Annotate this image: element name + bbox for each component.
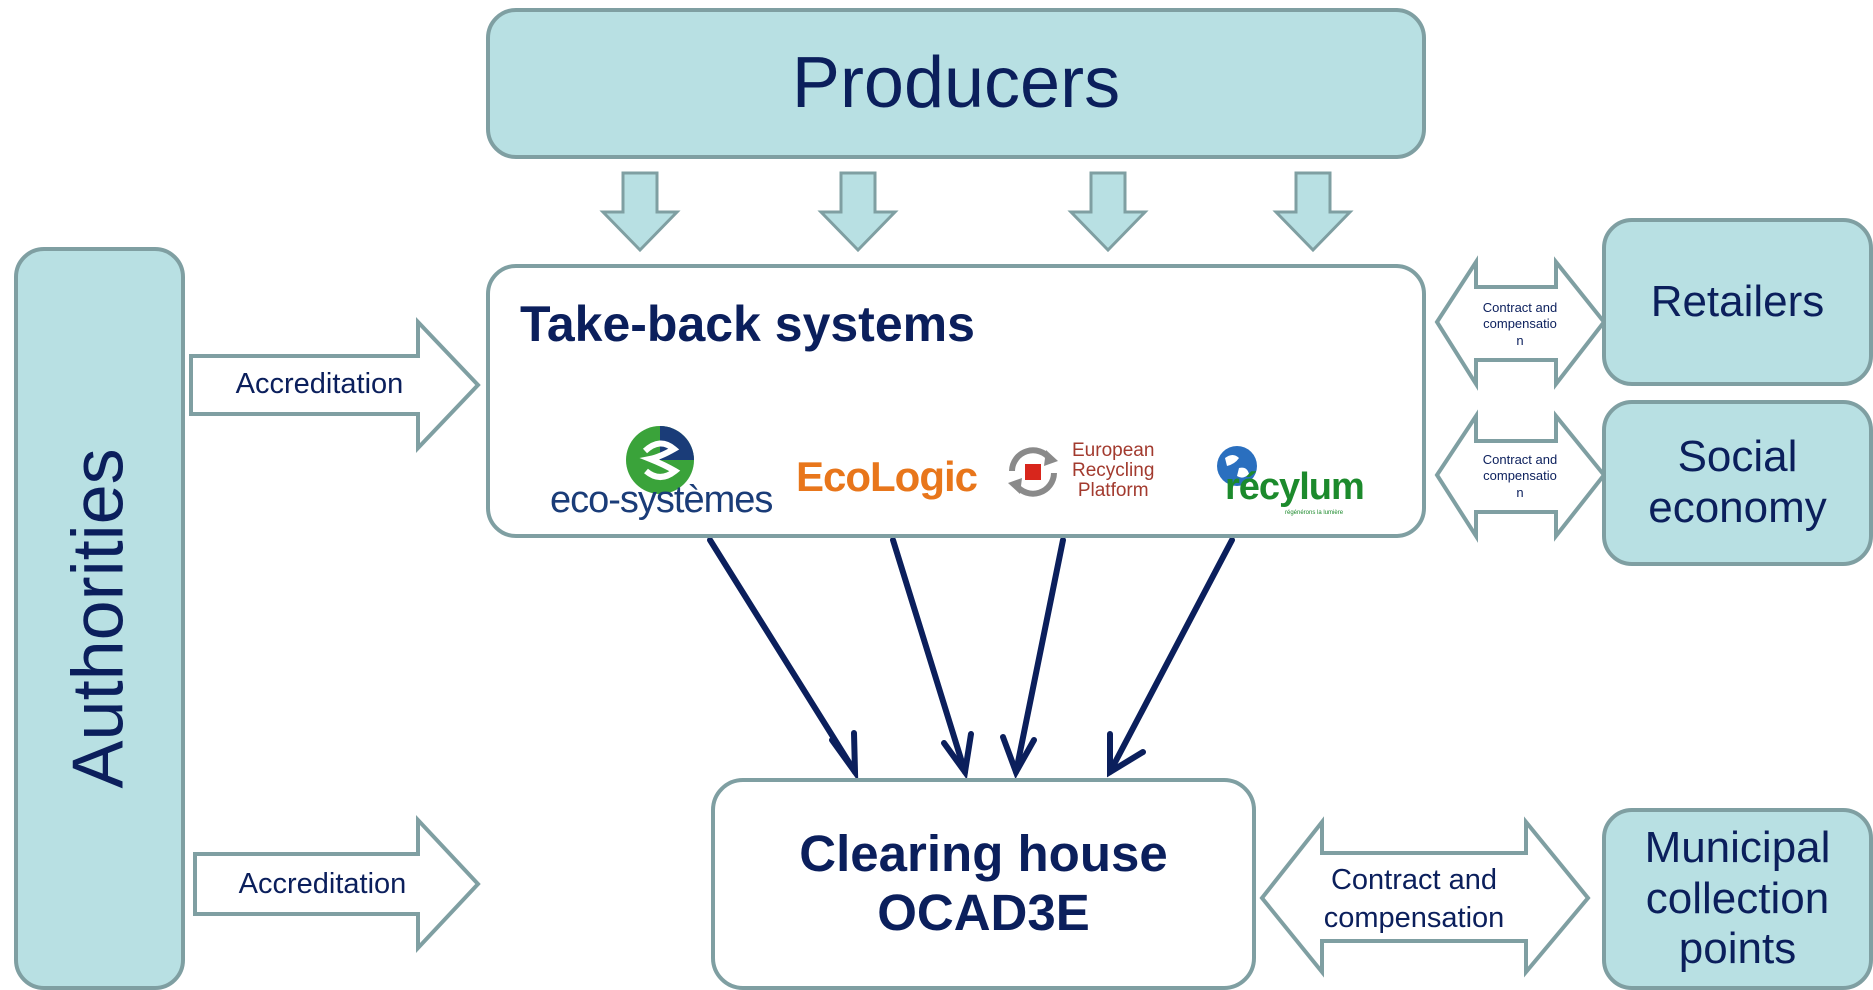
- take-back-systems-title: Take-back systems: [520, 296, 975, 352]
- double-arrow-municipal: [1259, 816, 1591, 978]
- erp-line-2: Recycling: [1072, 459, 1155, 481]
- flow-head-3: [1000, 734, 1037, 780]
- down-arrow-1: [599, 171, 681, 253]
- eco-systemes-globe-icon: [626, 426, 694, 494]
- producers-label: Producers: [791, 43, 1121, 124]
- municipal-collection-points-box: Municipal collection points: [1602, 808, 1873, 990]
- erp-line-3: Platform: [1077, 479, 1149, 501]
- social-economy-line-1: Social: [1677, 432, 1798, 482]
- flow-head-4: [1107, 731, 1146, 778]
- retailers-label: Retailers: [1650, 276, 1825, 326]
- authorities-label: Authorities: [59, 448, 140, 789]
- accreditation-arrow-top: [189, 317, 481, 453]
- contract-municipal-line-1: Contract and: [1330, 864, 1498, 896]
- clearing-house-line-2: OCAD3E: [877, 884, 1090, 941]
- erp-logo: European Recycling Platform: [1002, 441, 1177, 511]
- retailers-box: Retailers: [1602, 218, 1873, 386]
- clearing-house-box: Clearing house OCAD3E: [711, 778, 1256, 990]
- down-arrow-2: [817, 171, 899, 253]
- recylum-tagline: régénérons la lumière: [1285, 510, 1344, 516]
- producers-box: Producers: [486, 8, 1426, 159]
- recylum-wordmark: récylum: [1225, 466, 1365, 508]
- eco-systemes-logo: eco-systèmes: [550, 423, 773, 523]
- flow-line-2: [890, 537, 968, 775]
- municipal-line-1: Municipal: [1644, 823, 1831, 873]
- clearing-house-line-1: Clearing house: [799, 825, 1168, 883]
- down-arrow-4: [1272, 171, 1354, 253]
- down-arrow-3: [1067, 171, 1149, 253]
- flow-head-1: [829, 730, 859, 782]
- contract-label-social: Contract and compensatio n: [1482, 452, 1558, 500]
- erp-recycle-icon: [1008, 447, 1058, 497]
- flow-line-4: [1107, 537, 1235, 775]
- accreditation-label-bottom: Accreditation: [238, 868, 407, 900]
- take-back-systems-box: Take-back systems eco-systèmes EcoLogic …: [486, 264, 1426, 538]
- contract-label-municipal: Contract and compensation: [1318, 862, 1510, 937]
- accreditation-label-top: Accreditation: [235, 368, 404, 400]
- ecologic-wordmark: EcoLogic: [796, 453, 978, 500]
- flow-line-1: [707, 537, 858, 775]
- authorities-box: Authorities: [14, 247, 185, 990]
- ecologic-logo: EcoLogic: [796, 453, 978, 523]
- social-economy-line-2: economy: [1648, 483, 1827, 532]
- flow-line-3: [1013, 537, 1066, 775]
- municipal-line-3: points: [1678, 924, 1797, 974]
- accreditation-arrow-bottom: [193, 814, 481, 954]
- eco-systemes-wordmark: eco-systèmes: [550, 479, 773, 521]
- recylum-globe-icon: [1217, 446, 1257, 486]
- contract-label-retailers: Contract and compensatio n: [1482, 300, 1558, 348]
- flow-head-2: [941, 731, 974, 780]
- erp-line-1: European: [1072, 440, 1155, 461]
- social-economy-box: Social economy: [1602, 400, 1873, 566]
- municipal-line-2: collection: [1645, 873, 1830, 923]
- contract-municipal-line-2: compensation: [1323, 901, 1505, 934]
- recylum-logo: récylum régénérons la lumière: [1215, 444, 1375, 524]
